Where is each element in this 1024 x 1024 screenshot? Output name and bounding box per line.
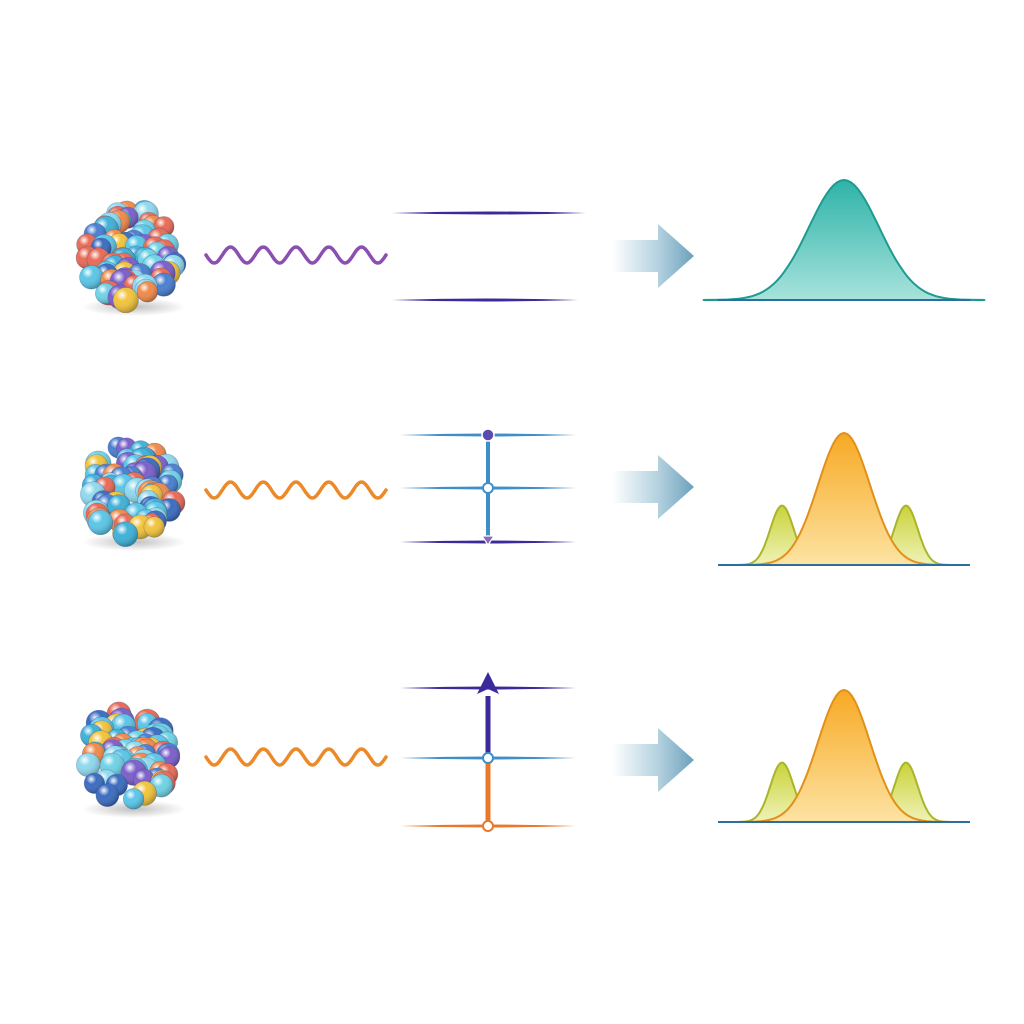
wavy-line-icon — [204, 480, 388, 500]
spectrum-peak — [702, 179, 986, 301]
up-arrow-icon — [477, 672, 499, 694]
energy-level — [392, 211, 586, 215]
diagram-rows — [75, 179, 986, 832]
nucleon-highlight — [113, 521, 138, 547]
diagram-row-3 — [76, 672, 970, 832]
nucleon-highlight — [88, 510, 113, 535]
spectrum — [702, 179, 986, 301]
right-arrow-icon — [612, 224, 694, 288]
wavy-line-icon — [204, 245, 388, 265]
spectrum — [718, 689, 970, 823]
energy-level — [392, 298, 578, 302]
nucleon-highlight — [76, 752, 101, 777]
nucleon-highlight — [152, 272, 176, 297]
energy-levels — [392, 211, 586, 302]
level-node — [482, 820, 494, 832]
level-node — [481, 428, 495, 442]
nucleon-highlight — [95, 783, 119, 807]
nucleon-highlight — [136, 281, 158, 303]
diagram-row-1 — [75, 179, 986, 316]
level-node — [482, 752, 494, 764]
energy-levels — [400, 428, 576, 547]
right-arrow-icon — [612, 728, 694, 792]
spectrum-peak — [739, 432, 949, 566]
spectrum-peak — [739, 689, 949, 823]
nucleon-highlight — [143, 516, 165, 538]
level-node — [482, 482, 494, 494]
wavy-line-icon — [204, 747, 388, 767]
right-arrow-icon — [612, 455, 694, 519]
diagram-row-2 — [80, 428, 970, 566]
nucleon-highlight — [113, 287, 139, 313]
nucleon-highlight — [123, 788, 144, 810]
energy-levels — [400, 672, 576, 832]
spectrum — [718, 432, 970, 566]
nucleon-highlight — [79, 265, 104, 290]
level-node — [480, 535, 496, 547]
